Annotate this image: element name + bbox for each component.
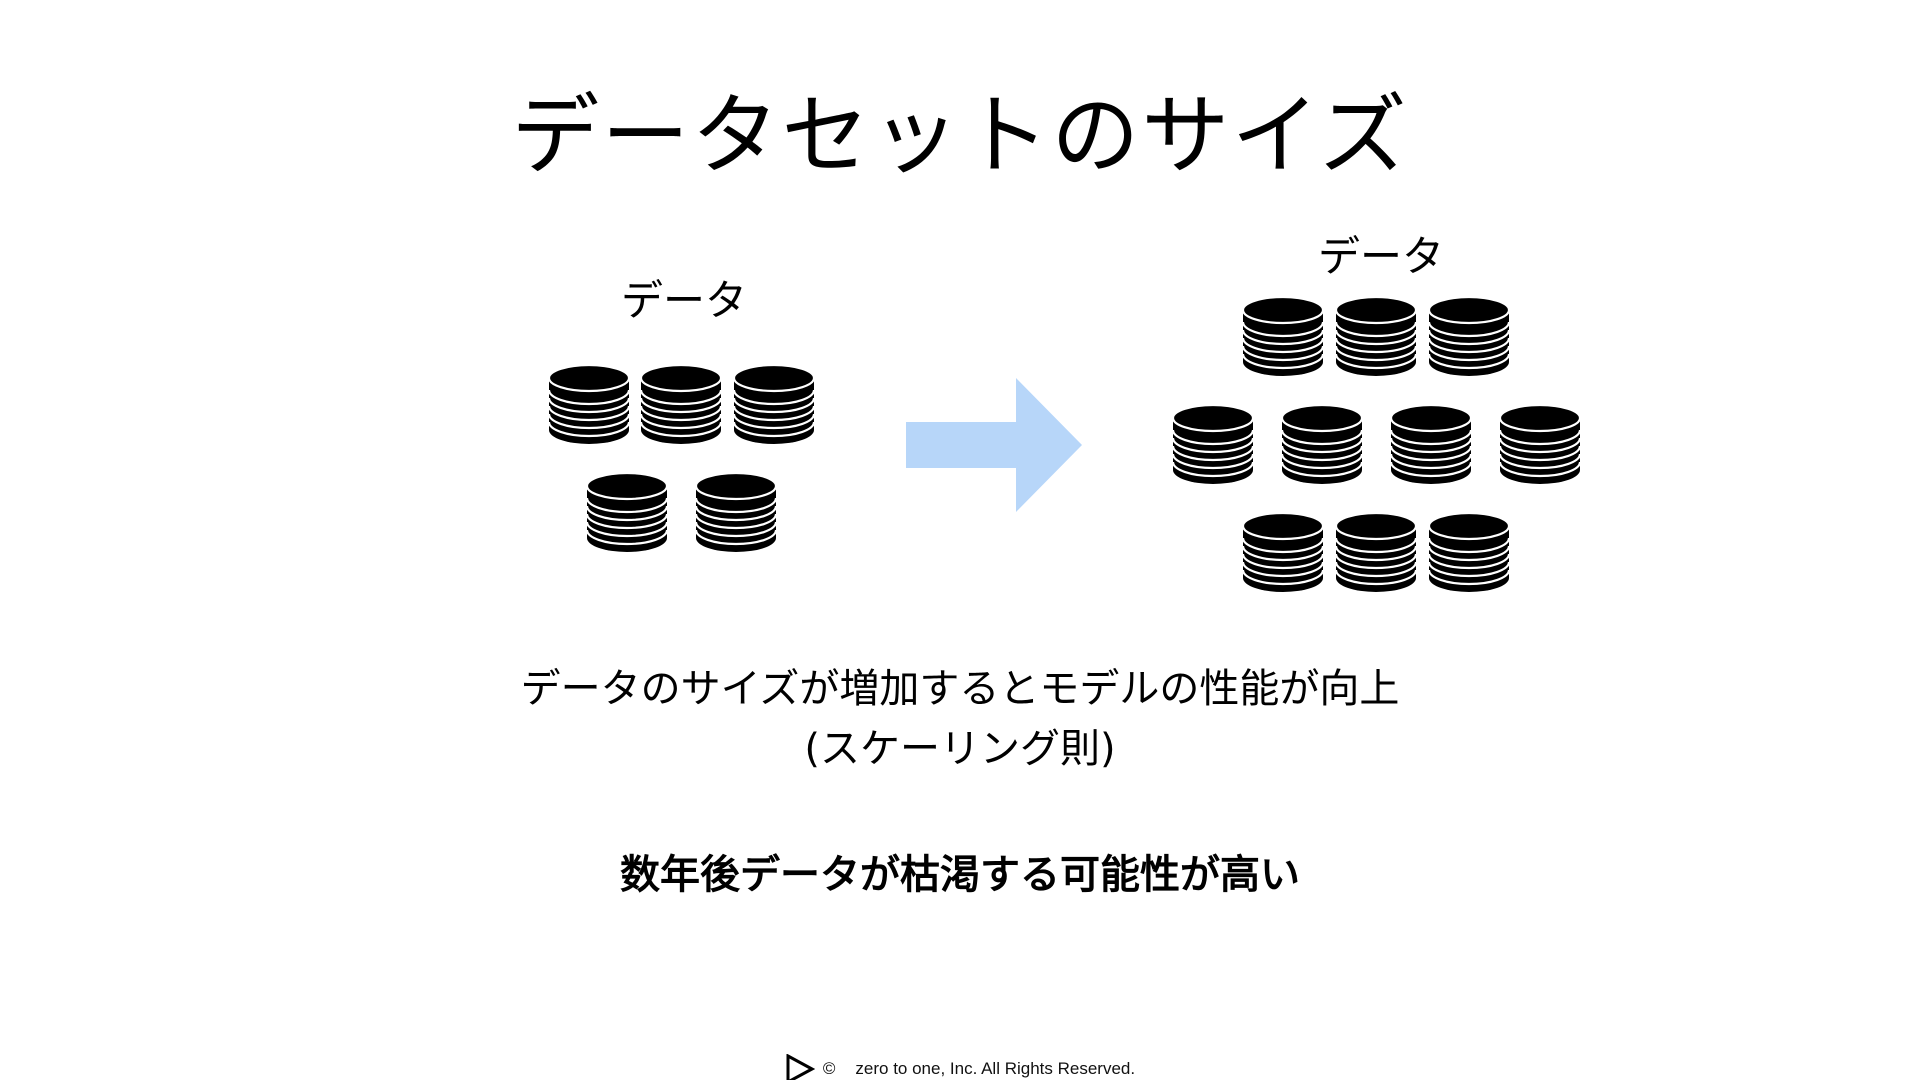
large-dataset-group <box>1172 296 1584 598</box>
database-stack-icon <box>1499 404 1581 486</box>
database-stack-icon <box>1428 512 1510 594</box>
database-stack-icon <box>1335 512 1417 594</box>
database-stack-icon <box>586 472 668 554</box>
database-stack-icon <box>695 472 777 554</box>
database-stack-icon <box>1335 296 1417 378</box>
logo-play-icon <box>786 1054 815 1080</box>
database-stack-icon <box>1172 404 1254 486</box>
database-stack-icon <box>1390 404 1472 486</box>
slide-title: データセットのサイズ <box>511 84 1409 187</box>
database-stack-icon <box>733 364 815 446</box>
small-dataset-label: データ <box>621 276 748 325</box>
caption-line-1: データのサイズが増加するとモデルの性能が向上 <box>520 666 1400 712</box>
database-stack-icon <box>1281 404 1363 486</box>
footer-text: zero to one, Inc. All Rights Reserved. <box>855 1059 1136 1078</box>
database-stack-icon <box>1242 512 1324 594</box>
database-stack-icon <box>1242 296 1324 378</box>
caption-line-2: (スケーリング則) <box>804 726 1116 772</box>
copyright-symbol: © <box>822 1059 836 1078</box>
database-stack-icon <box>1428 296 1510 378</box>
right-arrow-icon <box>906 378 1082 512</box>
footer: © zero to one, Inc. All Rights Reserved. <box>0 1054 1920 1080</box>
emphasis-text: 数年後データが枯渇する可能性が高い <box>620 852 1300 898</box>
small-dataset-group <box>548 364 820 556</box>
database-stack-icon <box>640 364 722 446</box>
large-dataset-label: データ <box>1318 232 1445 281</box>
database-stack-icon <box>548 364 630 446</box>
